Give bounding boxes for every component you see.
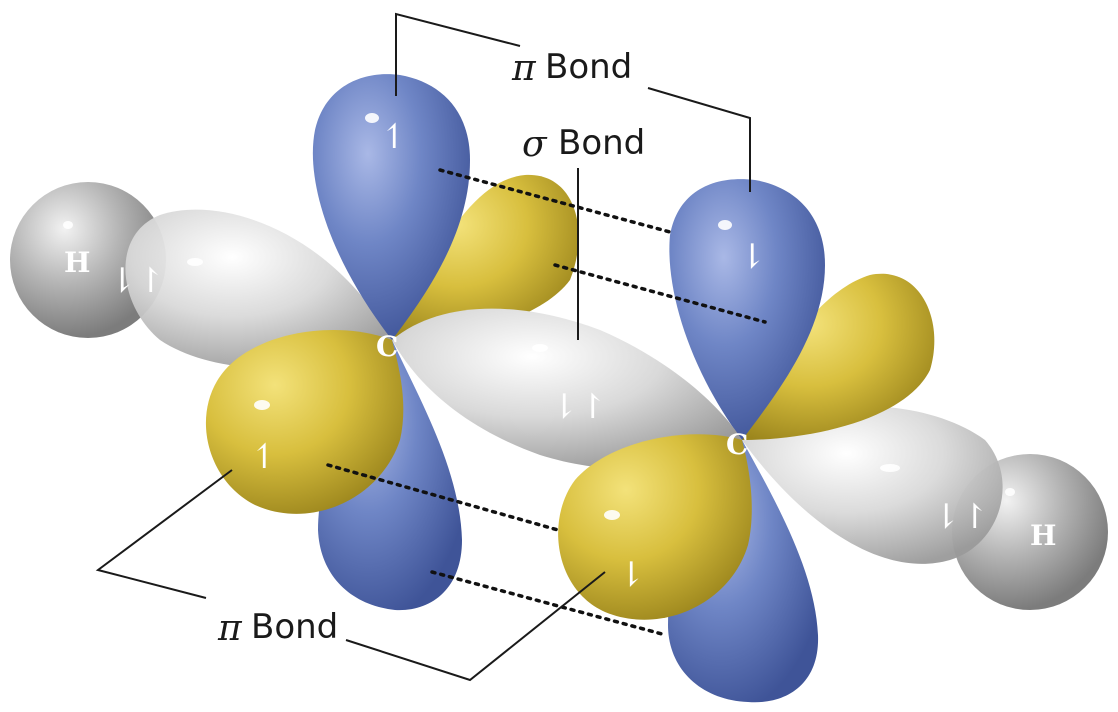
sigma-symbol: σ [522, 124, 548, 165]
right-carbon-blue-upper-lobe [669, 179, 825, 440]
pi-bond-top-label: π Bond [511, 47, 632, 89]
left-carbon-yellow-front-lobe [205, 330, 404, 514]
bond-word-sigma: Bond [558, 123, 645, 163]
carbon-label-left: C [376, 330, 398, 363]
hydrogen-atom-left [10, 182, 166, 338]
left-ch-sigma-lobe [125, 209, 392, 369]
pi-bond-top-leader [395, 12, 521, 96]
specular-highlights [63, 113, 1015, 520]
sigma-bond-label: σ Bond [522, 123, 645, 165]
pi-bond-bottom-label: π Bond [217, 607, 338, 649]
hydrogen-label-left: H [64, 246, 90, 279]
spin-arrow-right-yellow: ⇂ [617, 555, 646, 595]
left-carbon-blue-lower-lobe [318, 340, 462, 611]
pi-symbol-top: π [511, 48, 537, 89]
spin-arrow-left-yellow: ↿ [250, 437, 279, 477]
carbon-label-right: C [726, 428, 748, 461]
cc-sigma-bond-lobe [392, 308, 742, 470]
spin-arrow-left-blue: ↿ [380, 117, 409, 157]
right-ch-sigma-lobe [742, 406, 1003, 564]
pi-bond-bottom-leader-left [95, 469, 233, 599]
spin-pair-left-ch: ⇂↾ [108, 261, 165, 301]
spin-pair-right-ch: ⇂↾ [932, 497, 989, 537]
pi-symbol-bottom: π [217, 608, 243, 649]
hydrogen-label-right: H [1030, 519, 1056, 552]
spin-arrow-right-blue: ⇂ [738, 237, 767, 277]
left-carbon-yellow-back-lobe [392, 174, 579, 340]
pi-bond-bottom-leader-right [345, 571, 606, 682]
left-carbon-blue-upper-lobe [312, 74, 470, 340]
right-carbon-yellow-front-lobe [558, 434, 752, 620]
pi-overlap-lines [326, 168, 767, 636]
right-carbon-yellow-back-lobe [742, 273, 935, 440]
pi-bond-top-leader-right [647, 87, 751, 192]
spin-pair-sigma: ⇂↾ [550, 387, 607, 427]
bond-word-bottom: Bond [251, 607, 338, 647]
leader-lines [95, 12, 751, 682]
bond-word-top: Bond [545, 47, 632, 87]
